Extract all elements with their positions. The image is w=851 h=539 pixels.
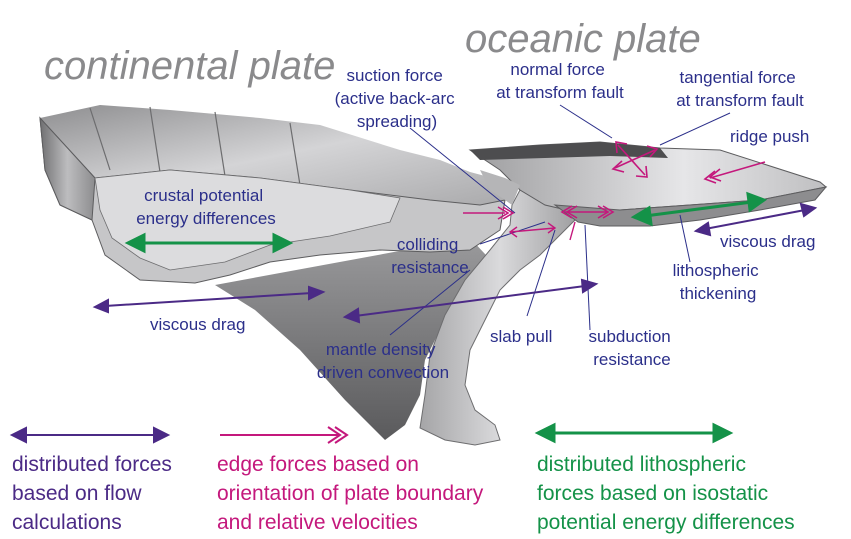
label-tangential-force: tangential force at transform fault xyxy=(676,68,804,110)
legend-purple-line1: distributed forces xyxy=(12,453,172,476)
label-slab-pull: slab pull xyxy=(490,327,552,346)
magenta-arrow-slab-pull xyxy=(569,221,576,241)
label-suction-force: suction force (active back-arc spreading… xyxy=(335,66,460,131)
label-normal-force: normal force at transform fault xyxy=(496,60,624,102)
mantle-wedge xyxy=(215,238,500,440)
label-suction-line3: spreading) xyxy=(357,112,437,131)
arrows xyxy=(92,141,818,324)
label-lithospheric-thickening: lithospheric thickening xyxy=(673,261,764,303)
label-tangential-line2: at transform fault xyxy=(676,91,804,110)
label-suction-line1: suction force xyxy=(346,66,442,85)
oceanic-front-face xyxy=(553,186,828,227)
purple-arrow-viscous-right xyxy=(693,202,818,237)
continental-ridges xyxy=(89,106,301,186)
magenta-arrow-suction xyxy=(463,206,515,220)
label-normal-line1: normal force xyxy=(510,60,604,79)
magenta-arrow-ridge-push xyxy=(703,161,766,184)
legend-green-line3: potential energy differences xyxy=(537,511,795,534)
green-arrow-crustal xyxy=(124,232,294,254)
legend-purple-line3: calculations xyxy=(12,511,122,534)
purple-arrow-viscous-left xyxy=(92,285,326,314)
label-subduction-line2: resistance xyxy=(593,350,670,369)
label-tangential-line1: tangential force xyxy=(680,68,796,87)
continental-left-face xyxy=(39,116,96,221)
legend-purple-line2: based on flow xyxy=(12,482,142,505)
label-colliding-resistance: colliding resistance xyxy=(391,235,468,277)
label-viscous-drag-left: viscous drag xyxy=(150,315,245,334)
label-mantle-line1: mantle density xyxy=(326,340,436,359)
label-crustal-line2: energy differences xyxy=(136,209,276,228)
legend-green-text: distributed lithospheric forces based on… xyxy=(537,453,795,534)
purple-arrow-mantle xyxy=(342,278,599,324)
title-continental: continental plate xyxy=(44,44,335,88)
subducting-slab xyxy=(419,189,581,446)
legend-magenta-text: edge forces based on orientation of plat… xyxy=(217,453,489,534)
magenta-arrow-colliding xyxy=(508,222,557,238)
magenta-arrow-trench xyxy=(560,205,615,219)
legend-purple-arrow xyxy=(9,426,171,444)
label-suction-line2: (active back-arc xyxy=(335,89,455,108)
label-viscous-drag-right: viscous drag xyxy=(720,232,815,251)
label-mantle-line2: driven convection xyxy=(317,363,449,382)
legend: distributed forces based on flow calcula… xyxy=(9,422,795,534)
legend-magenta-line2: orientation of plate boundary xyxy=(217,482,484,505)
legend-green-line1: distributed lithospheric xyxy=(537,453,746,476)
label-crustal-potential: crustal potential energy differences xyxy=(136,186,276,228)
title-oceanic: oceanic plate xyxy=(465,17,701,61)
legend-green-line2: forces based on isostatic xyxy=(537,482,768,505)
legend-green-arrow xyxy=(534,422,734,444)
green-arrow-oceanic xyxy=(630,191,768,227)
label-lithospheric-line1: lithospheric xyxy=(673,261,759,280)
legend-purple-text: distributed forces based on flow calcula… xyxy=(12,453,178,534)
label-ridge-push: ridge push xyxy=(730,127,809,146)
legend-magenta-line1: edge forces based on xyxy=(217,453,419,476)
back-arc-basin xyxy=(480,170,520,205)
label-lithospheric-line2: thickening xyxy=(680,284,757,303)
label-subduction-resistance: subduction resistance xyxy=(589,327,676,369)
magenta-arrow-transform xyxy=(611,141,659,178)
label-normal-line2: at transform fault xyxy=(496,83,624,102)
legend-magenta-line3: and relative velocities xyxy=(217,511,418,534)
crust-patch xyxy=(94,169,401,271)
label-colliding-line2: resistance xyxy=(391,258,468,277)
label-subduction-line1: subduction xyxy=(589,327,671,346)
legend-magenta-arrow xyxy=(220,426,349,444)
continental-top xyxy=(40,105,520,205)
label-colliding-line1: colliding xyxy=(397,235,458,254)
label-crustal-line1: crustal potential xyxy=(144,186,263,205)
label-mantle-convection: mantle density driven convection xyxy=(317,340,449,382)
